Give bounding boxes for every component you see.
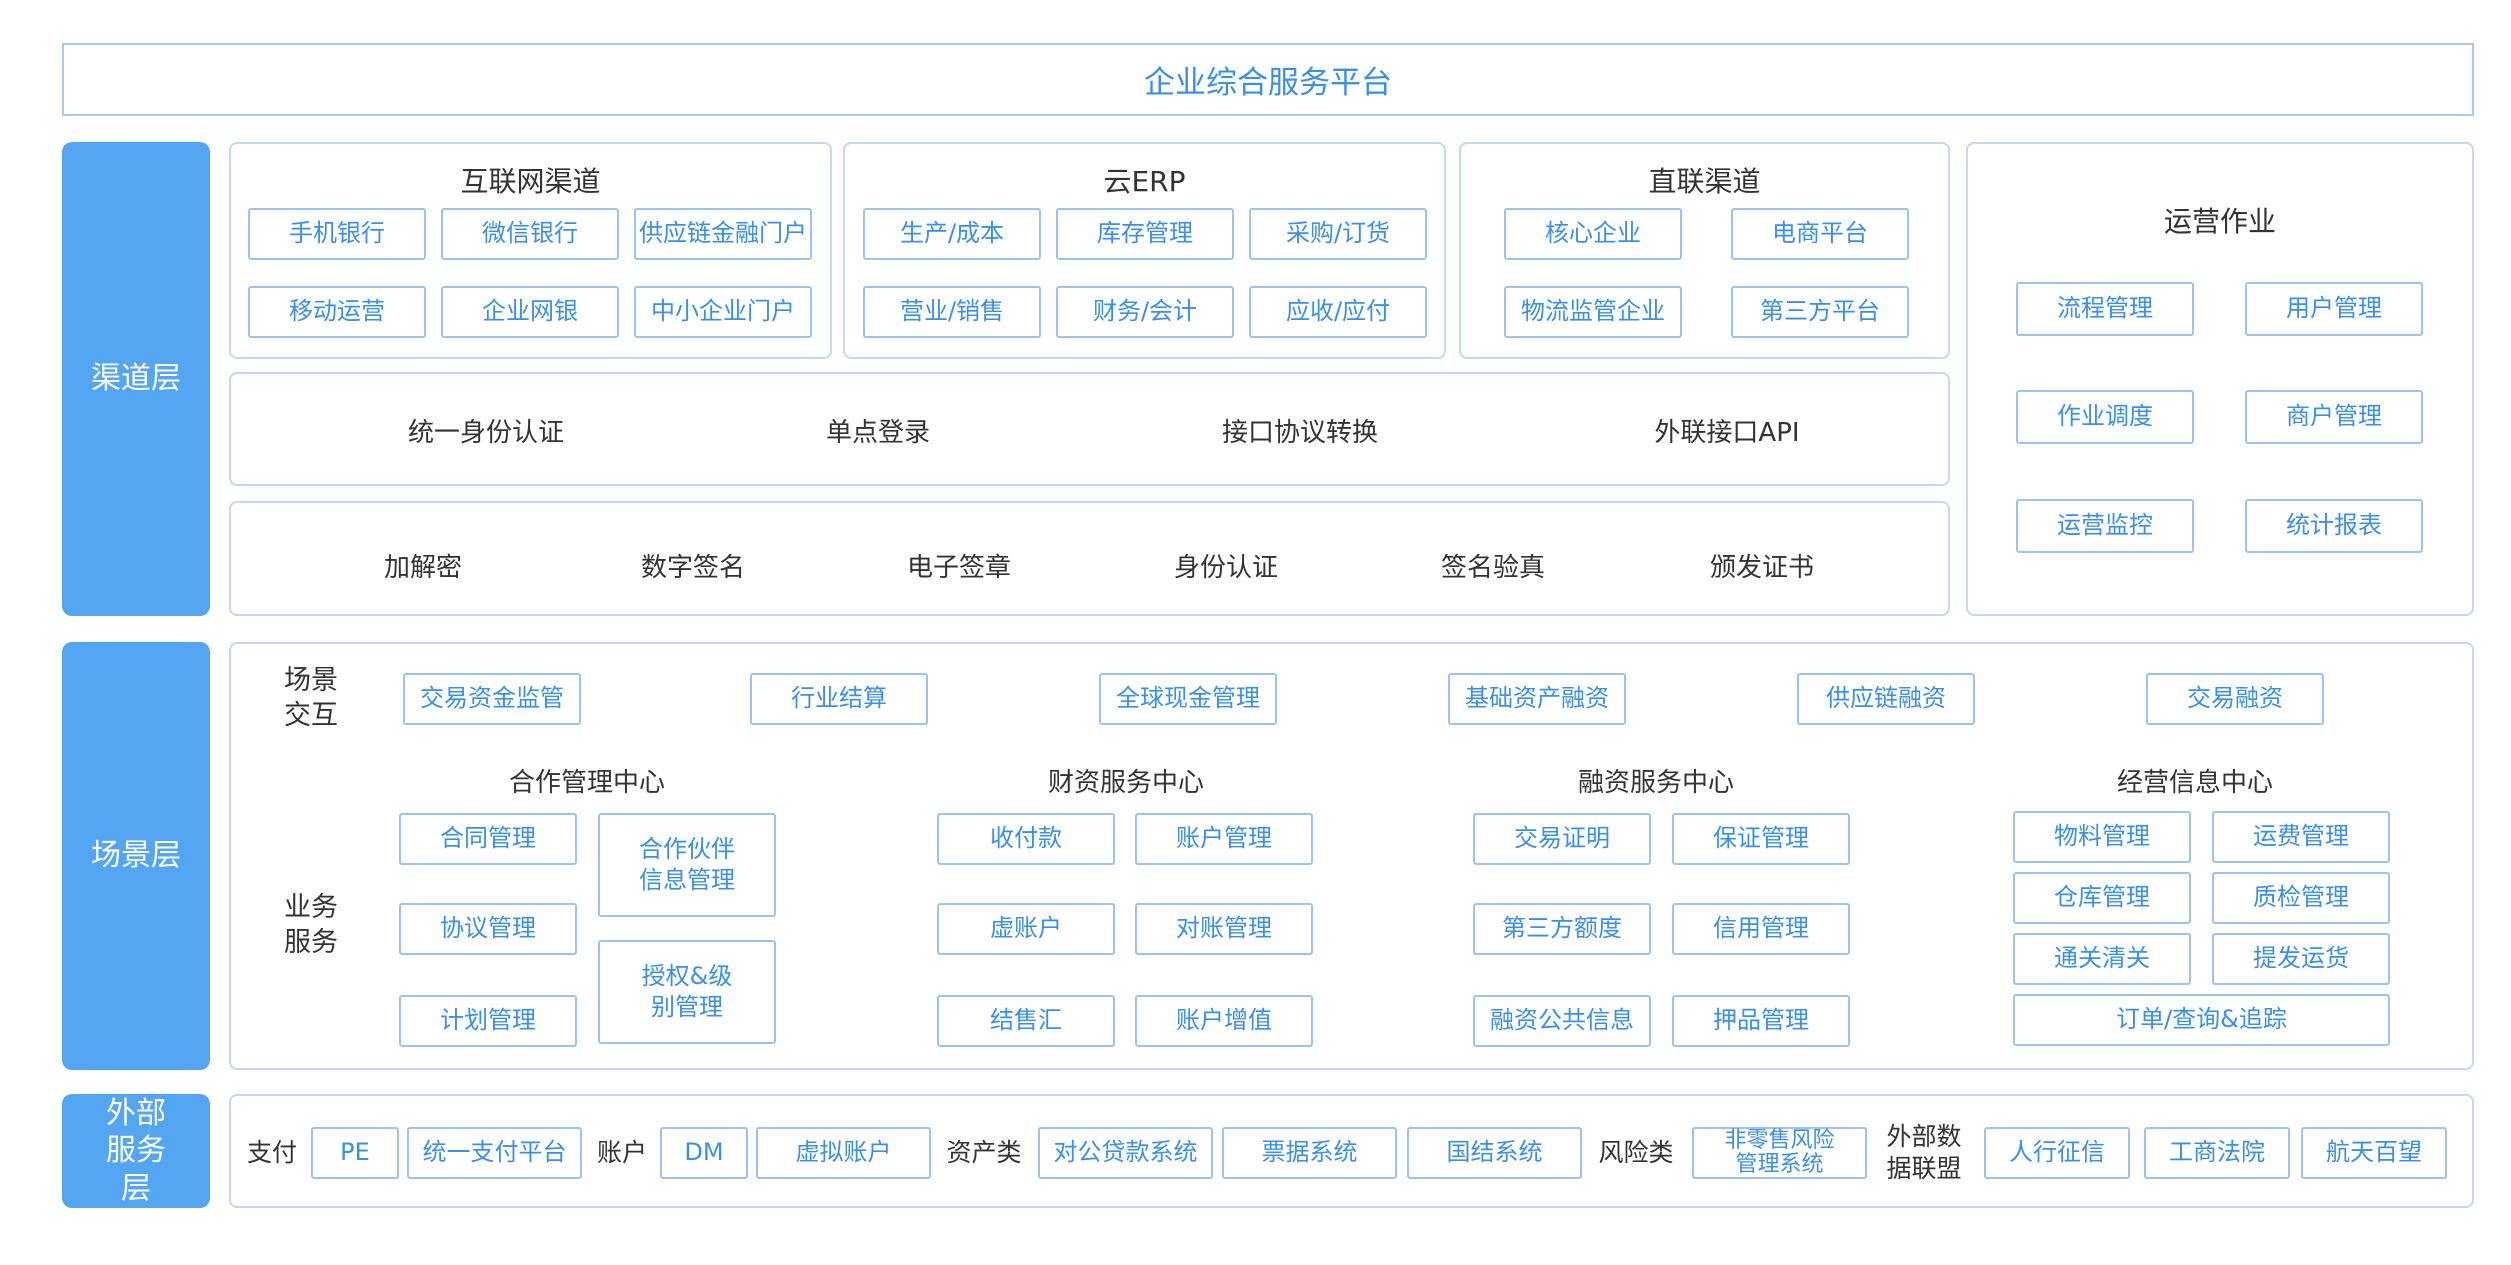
service-box[interactable]: PE xyxy=(311,1127,399,1179)
service-box[interactable]: 用户管理 xyxy=(2245,282,2423,336)
service-box[interactable]: 企业网银 xyxy=(441,286,619,338)
service-box[interactable]: 通关清关 xyxy=(2013,933,2191,985)
service-box[interactable]: 结售汇 xyxy=(937,995,1115,1047)
service-box[interactable]: 信用管理 xyxy=(1672,903,1850,955)
service-box[interactable]: 第三方额度 xyxy=(1473,903,1651,955)
auth-row-panel xyxy=(229,372,1950,486)
service-box[interactable]: 行业结算 xyxy=(750,673,928,725)
service-box[interactable]: 收付款 xyxy=(937,813,1115,865)
asset-label: 资产类 xyxy=(946,1137,1022,1167)
layer-label-channel: 渠道层 xyxy=(62,142,210,616)
service-box[interactable]: 票据系统 xyxy=(1222,1127,1397,1179)
service-box[interactable]: 供应链融资 xyxy=(1797,673,1975,725)
service-box[interactable]: 微信银行 xyxy=(441,208,619,260)
operations-title: 运营作业 xyxy=(2163,205,2276,238)
cloud-erp-title: 云ERP xyxy=(1103,165,1186,198)
layer-label-scene: 场景层 xyxy=(62,642,210,1070)
security-row-panel xyxy=(229,501,1950,616)
security-item: 签名验真 xyxy=(1440,552,1545,583)
operation-info-center-title: 经营信息中心 xyxy=(2116,767,2273,798)
platform-title: 企业综合服务平台 xyxy=(62,43,2474,116)
service-box[interactable]: 营业/销售 xyxy=(863,286,1041,338)
service-box[interactable]: 生产/成本 xyxy=(863,208,1041,260)
service-box[interactable]: DM xyxy=(660,1127,748,1179)
service-box[interactable]: 商户管理 xyxy=(2245,390,2423,444)
service-box[interactable]: 核心企业 xyxy=(1504,208,1682,260)
direct-channel-title: 直联渠道 xyxy=(1648,165,1761,198)
service-box[interactable]: 仓库管理 xyxy=(2013,872,2191,924)
layer-label-external: 外部服务层 xyxy=(62,1094,210,1208)
service-box[interactable]: 交易资金监管 xyxy=(403,673,581,725)
service-box[interactable]: 虚拟账户 xyxy=(756,1127,931,1179)
service-box[interactable]: 物流监管企业 xyxy=(1504,286,1682,338)
service-box[interactable]: 库存管理 xyxy=(1056,208,1234,260)
auth-item: 外联接口API xyxy=(1654,417,1800,448)
security-item: 数字签名 xyxy=(640,552,745,583)
service-box[interactable]: 授权&级别管理 xyxy=(598,940,776,1044)
service-box[interactable]: 财务/会计 xyxy=(1056,286,1234,338)
auth-item: 统一身份认证 xyxy=(407,417,564,448)
service-box[interactable]: 对公贷款系统 xyxy=(1038,1127,1213,1179)
service-box[interactable]: 国结系统 xyxy=(1407,1127,1582,1179)
service-box[interactable]: 虚账户 xyxy=(937,903,1115,955)
scene-interaction-label: 场景交互 xyxy=(284,664,338,731)
service-box[interactable]: 统计报表 xyxy=(2245,499,2423,553)
risk-label: 风险类 xyxy=(1598,1137,1674,1167)
service-box[interactable]: 人行征信 xyxy=(1984,1127,2130,1179)
service-box[interactable]: 计划管理 xyxy=(399,995,577,1047)
service-box[interactable]: 账户增值 xyxy=(1135,995,1313,1047)
service-box[interactable]: 第三方平台 xyxy=(1731,286,1909,338)
service-box[interactable]: 供应链金融门户 xyxy=(634,208,812,260)
service-box[interactable]: 非零售风险管理系统 xyxy=(1692,1127,1867,1179)
service-box[interactable]: 作业调度 xyxy=(2016,390,2194,444)
service-box[interactable]: 航天百望 xyxy=(2301,1127,2447,1179)
business-service-label: 业务服务 xyxy=(284,891,338,958)
service-box[interactable]: 物料管理 xyxy=(2013,811,2191,863)
service-box[interactable]: 提发运货 xyxy=(2212,933,2390,985)
data-alliance-label: 外部数据联盟 xyxy=(1886,1121,1962,1184)
service-box[interactable]: 交易融资 xyxy=(2146,673,2324,725)
service-box[interactable]: 流程管理 xyxy=(2016,282,2194,336)
service-box[interactable]: 质检管理 xyxy=(2212,872,2390,924)
service-box[interactable]: 融资公共信息 xyxy=(1473,995,1651,1047)
service-box[interactable]: 电商平台 xyxy=(1731,208,1909,260)
service-box[interactable]: 基础资产融资 xyxy=(1448,673,1626,725)
security-item: 身份认证 xyxy=(1173,552,1278,583)
internet-channel-title: 互联网渠道 xyxy=(460,165,601,198)
treasury-center-title: 财资服务中心 xyxy=(1047,767,1204,798)
service-box[interactable]: 协议管理 xyxy=(399,903,577,955)
service-box[interactable]: 工商法院 xyxy=(2144,1127,2290,1179)
cooperation-center-title: 合作管理中心 xyxy=(508,767,665,798)
service-box[interactable]: 手机银行 xyxy=(248,208,426,260)
service-box[interactable]: 押品管理 xyxy=(1672,995,1850,1047)
security-item: 颁发证书 xyxy=(1709,552,1814,583)
service-box[interactable]: 账户管理 xyxy=(1135,813,1313,865)
service-box[interactable]: 对账管理 xyxy=(1135,903,1313,955)
financing-center-title: 融资服务中心 xyxy=(1577,767,1734,798)
service-box[interactable]: 全球现金管理 xyxy=(1099,673,1277,725)
service-box[interactable]: 运营监控 xyxy=(2016,499,2194,553)
service-box[interactable]: 交易证明 xyxy=(1473,813,1651,865)
service-box[interactable]: 运费管理 xyxy=(2212,811,2390,863)
service-box[interactable]: 统一支付平台 xyxy=(407,1127,582,1179)
service-box[interactable]: 订单/查询&追踪 xyxy=(2013,994,2390,1046)
auth-item: 单点登录 xyxy=(825,417,930,448)
service-box[interactable]: 保证管理 xyxy=(1672,813,1850,865)
service-box[interactable]: 中小企业门户 xyxy=(634,286,812,338)
service-box[interactable]: 移动运营 xyxy=(248,286,426,338)
service-box[interactable]: 应收/应付 xyxy=(1249,286,1427,338)
service-box[interactable]: 合作伙伴信息管理 xyxy=(598,813,776,917)
payment-label: 支付 xyxy=(246,1137,297,1167)
service-box[interactable]: 合同管理 xyxy=(399,813,577,865)
auth-item: 接口协议转换 xyxy=(1221,417,1378,448)
security-item: 加解密 xyxy=(383,552,462,583)
service-box[interactable]: 采购/订货 xyxy=(1249,208,1427,260)
account-label: 账户 xyxy=(596,1137,647,1167)
security-item: 电子签章 xyxy=(906,552,1011,583)
